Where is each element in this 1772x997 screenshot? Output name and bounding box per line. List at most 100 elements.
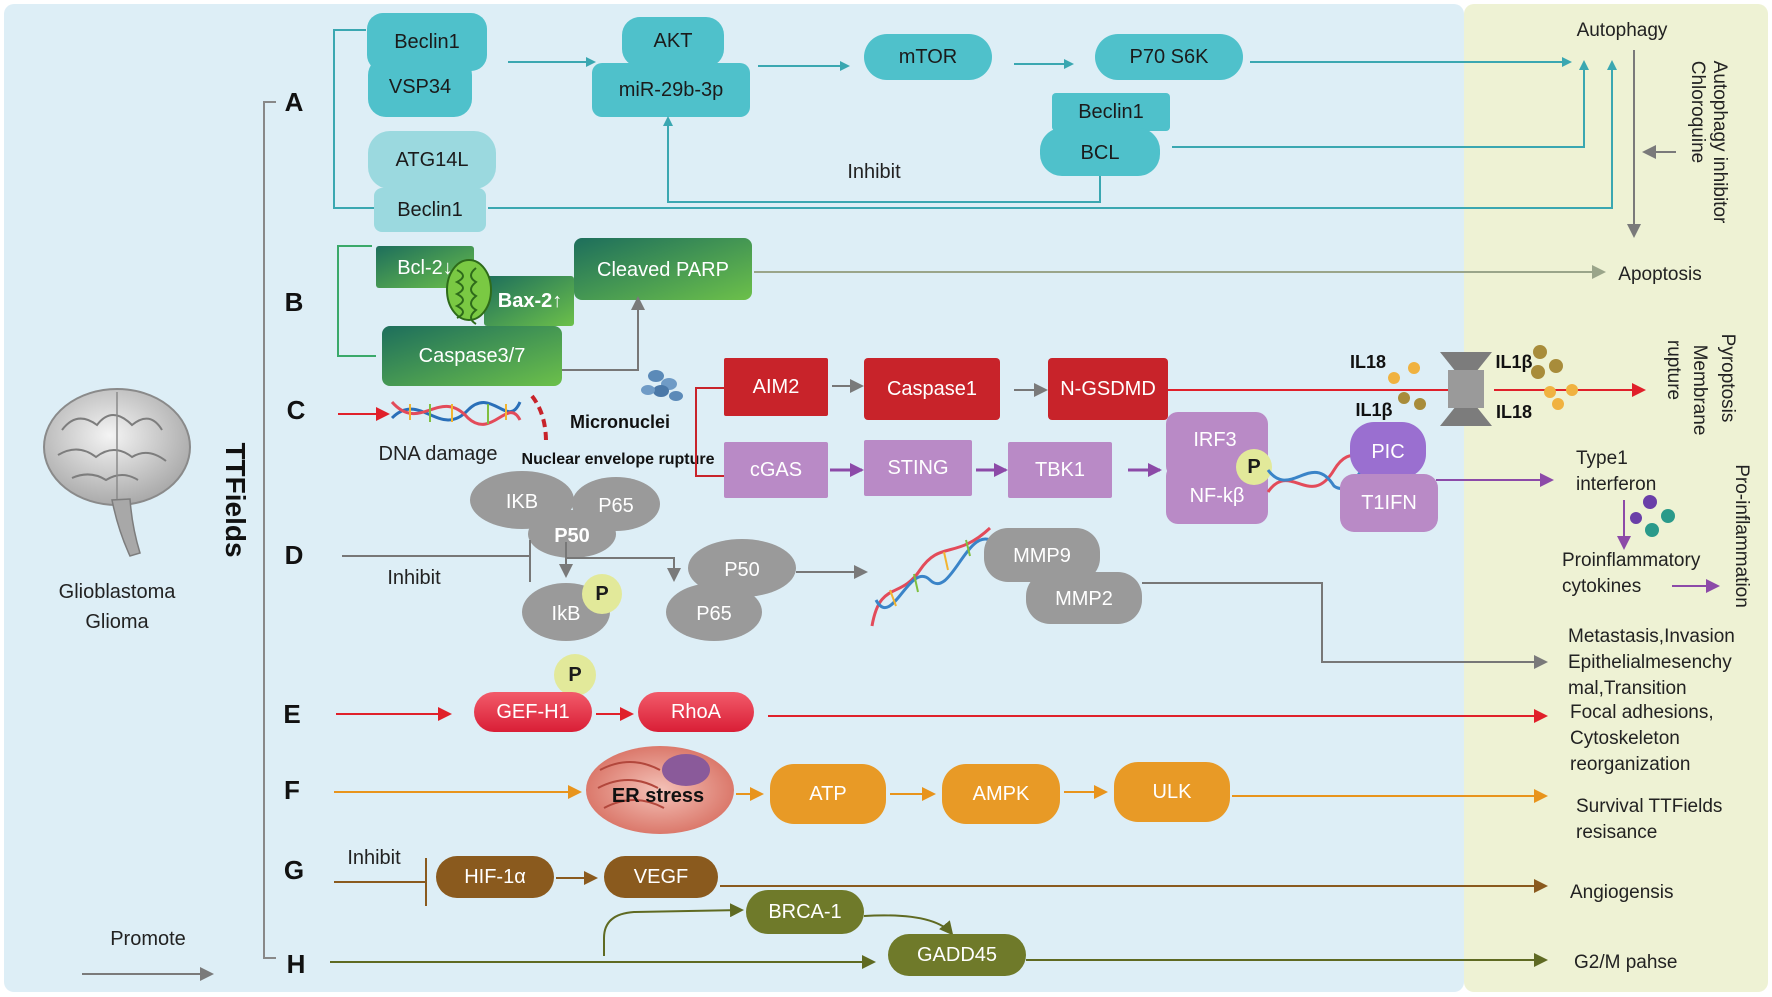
hif-node [436, 856, 554, 898]
vsp34-node [368, 57, 472, 117]
row-h: BRCA-1 GADD45 [330, 890, 1548, 976]
mir-node [592, 63, 750, 117]
outcome-rupture: rupture [1663, 340, 1684, 400]
irf3-phospho-label: P [1247, 456, 1260, 478]
gadd45-node [888, 934, 1026, 976]
gefh1-node [474, 692, 592, 732]
akt-node [622, 17, 724, 67]
outcome-focal-line2: Cytoskeleton [1570, 728, 1680, 749]
bcl2-label: Bcl-2↓ [397, 257, 453, 279]
mitochondria-icon [446, 259, 492, 325]
p70-label: P70 S6K [1130, 46, 1210, 68]
nuclear-rupture-label: Nuclear envelope rupture [522, 451, 715, 468]
outcome-metastasis-line3: mal,Transition [1568, 678, 1687, 699]
er-stress-label: ER stress [612, 785, 704, 807]
pic-node [1350, 422, 1426, 478]
outcome-metastasis-line1: Metastasis,Invasion [1568, 626, 1735, 647]
t1ifn-node [1340, 474, 1438, 532]
il18-b-label: IL18 [1496, 402, 1532, 422]
outcome-chloroquine: Chloroquine [1687, 61, 1708, 163]
caspase1-node [864, 358, 1000, 420]
cytokine-cluster-icon [1630, 495, 1675, 537]
caspase37-node [382, 326, 562, 386]
ulk-node [1114, 762, 1230, 822]
brca1-label: BRCA-1 [768, 901, 841, 923]
atp-node [770, 764, 886, 824]
row-label-f: F [284, 775, 300, 805]
il1b-b-label: IL1β [1496, 352, 1533, 372]
outcome-pyroptosis: Pyroptosis [1717, 334, 1738, 423]
caspase37-label: Caspase3/7 [419, 345, 526, 367]
ikb-bottom-label: IkB [552, 603, 581, 625]
bax2-node [484, 276, 574, 326]
beclin1-top-node [367, 13, 487, 71]
bcl-node [1040, 128, 1160, 176]
outcome-autophagy-inhibitor: Autophagy inhibitor [1709, 61, 1730, 224]
outcome-autophagy: Autophagy [1577, 20, 1668, 41]
row-c: DNA damage Nuclear envelope rupture Micr… [338, 345, 1646, 532]
outcome-survival-line1: Survival TTFields [1576, 796, 1722, 817]
il1b-a-label: IL1β [1356, 400, 1393, 420]
irf3-phospho-badge [1236, 449, 1272, 485]
ikb-top-label: IKB [506, 491, 538, 513]
outcome-focal-line1: Focal adhesions, [1570, 702, 1714, 723]
beclin1-right-label: Beclin1 [1078, 101, 1144, 123]
row-d-inhibit-label: Inhibit [387, 567, 441, 589]
outcome-apoptosis: Apoptosis [1618, 264, 1701, 285]
mir-label: miR-29b-3p [619, 79, 723, 101]
p65-node [666, 583, 762, 641]
row-a: VSP34 Beclin1 AKT miR-29b-3p mTOR P70 S6… [333, 13, 1617, 232]
bcl-label: BCL [1081, 142, 1120, 164]
cytokine-dots [1388, 345, 1578, 410]
outcome-type1-line2: interferon [1576, 474, 1656, 495]
outcome-panel [1464, 4, 1768, 992]
rhoa-label: RhoA [671, 701, 722, 723]
dna-helix-icon-d [870, 526, 992, 627]
cgas-node [724, 442, 828, 498]
sting-label: STING [887, 457, 948, 479]
outcome-membrane: Membrane [1689, 345, 1710, 436]
row-g: Inhibit HIF-1α VEGF [334, 847, 1548, 906]
mmp2-node [1026, 572, 1142, 624]
nuclear-rupture-mark [530, 394, 548, 443]
aim2-label: AIM2 [753, 376, 800, 398]
beclin1-bottom-label: Beclin1 [397, 199, 463, 221]
p50-label: P50 [724, 559, 760, 581]
ikb-phospho-label: P [595, 583, 608, 605]
mmp9-node [984, 528, 1100, 582]
ngsdmd-node [1048, 358, 1168, 420]
row-label-d: D [285, 540, 304, 570]
pic-label: PIC [1371, 441, 1404, 463]
micronuclei-label: Micronuclei [570, 412, 670, 432]
tbk1-node [1008, 442, 1112, 498]
tbk1-label: TBK1 [1035, 459, 1085, 481]
t1ifn-label: T1IFN [1361, 492, 1417, 514]
row-b: Bcl-2↓ Bax-2↑ Cleaved PARP Caspase3/7 [337, 238, 1606, 386]
row-label-b: B [285, 287, 304, 317]
row-g-inhibit-label: Inhibit [347, 847, 401, 869]
bax2-label: Bax-2↑ [498, 290, 562, 312]
vegf-node [604, 856, 718, 898]
ampk-label: AMPK [973, 783, 1030, 805]
mtor-node [864, 34, 992, 80]
outcome-proinflam-line2: cytokines [1562, 576, 1641, 597]
p50-node [688, 539, 796, 597]
outcome-proinflam-line1: Proinflammatory [1562, 550, 1701, 571]
nfkb-label: NF-kβ [1190, 485, 1245, 507]
il18-a-label: IL18 [1350, 352, 1386, 372]
tumor-label-glioma: Glioma [85, 611, 149, 633]
row-bracket [263, 101, 276, 959]
akt-label: AKT [654, 30, 693, 52]
ikb-phospho-badge [582, 574, 622, 614]
cgas-label: cGAS [750, 459, 802, 481]
aim2-node [724, 358, 828, 416]
p70-node [1095, 34, 1243, 80]
mmp2-label: MMP2 [1055, 588, 1113, 610]
gsdmd-pore-icon [1440, 352, 1492, 426]
p50-top-node [528, 510, 616, 558]
atg14l-label: ATG14L [396, 149, 469, 171]
outcome-type1-line1: Type1 [1576, 448, 1628, 469]
atp-label: ATP [809, 783, 846, 805]
cleaved-parp-node [574, 238, 752, 300]
sting-node [864, 440, 972, 496]
